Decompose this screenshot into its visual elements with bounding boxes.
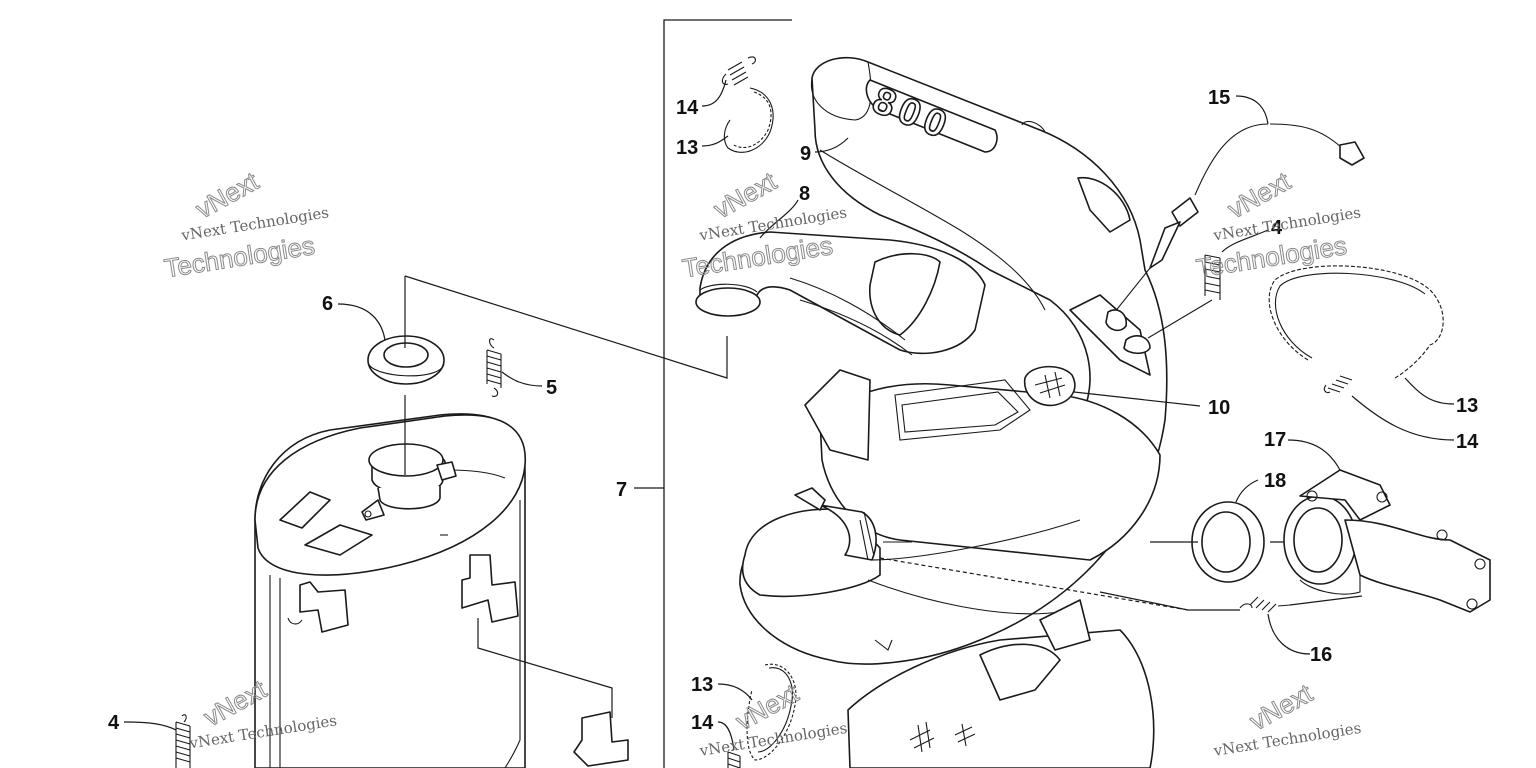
- callout-14: 14: [1456, 431, 1479, 453]
- group-bracket-7: [663, 19, 792, 768]
- svg-text:vNext Technologies: vNext Technologies: [697, 719, 848, 760]
- leader-9: [814, 137, 849, 153]
- leader-17: [1287, 439, 1341, 471]
- spring-5: [486, 338, 502, 397]
- callout-15: 15: [1208, 87, 1230, 109]
- muffler-canister: [254, 413, 629, 768]
- leader-8: [759, 199, 799, 239]
- leader-6: [337, 303, 386, 341]
- callout-14: 14: [691, 712, 714, 734]
- callout-13: 13: [676, 137, 698, 159]
- callout-17: 17: [1264, 429, 1286, 451]
- callout-13: 13: [1456, 395, 1478, 417]
- callout-6: 6: [322, 293, 333, 315]
- grommet-6: [367, 335, 445, 385]
- watermark-5: vNext vNext Technologies: [697, 677, 848, 760]
- leader-13c: [717, 683, 753, 701]
- clamp-13-bottom: [746, 663, 797, 761]
- callout-4: 4: [1271, 217, 1283, 239]
- leader-10: [1073, 391, 1201, 407]
- pipe-elbow-8: [695, 231, 986, 356]
- callout-18: 18: [1264, 470, 1286, 492]
- leader-15: [1235, 95, 1269, 125]
- leader-14c: [717, 721, 735, 751]
- svg-text:vNext Technologies: vNext Technologies: [1211, 719, 1362, 760]
- watermark-3: vNext vNext Technologies Technologies: [1194, 165, 1362, 284]
- clamp-13-top: [723, 87, 774, 153]
- leader-5: [501, 371, 543, 387]
- gasket-ring-18: [1191, 501, 1265, 583]
- leader-14a: [701, 79, 727, 107]
- callout-8: 8: [799, 183, 810, 205]
- clamp-13-right: [1268, 265, 1444, 379]
- spring-4-lower: [175, 714, 191, 768]
- expansion-chamber-9: 800: [739, 56, 1168, 768]
- watermark-1: vNext vNext Technologies Technologies: [162, 165, 330, 284]
- spring-14-right: [1323, 375, 1353, 394]
- leader-4a: [1221, 229, 1269, 253]
- spring-16: [1239, 596, 1291, 613]
- muffler-bracket-line: [477, 618, 613, 718]
- callout-16: 16: [1310, 644, 1332, 666]
- assembly-line-16: [1099, 591, 1363, 611]
- callout-4: 4: [108, 712, 120, 734]
- callout-10: 10: [1208, 397, 1230, 419]
- leader-16: [1267, 613, 1311, 655]
- leader-4b: [123, 721, 177, 731]
- leader-13b: [1404, 377, 1455, 405]
- exhaust-sensor-15: [1105, 123, 1365, 355]
- assembly-line-6b: [404, 275, 728, 379]
- spring-14-bottom: [727, 751, 741, 768]
- spring-14-top: [721, 56, 757, 86]
- spring-4-upper: [1147, 254, 1221, 339]
- assembly-line-dashed: [879, 557, 1189, 611]
- callout-7: 7: [616, 479, 627, 501]
- leader-13a: [701, 135, 729, 147]
- callout-14: 14: [676, 97, 699, 119]
- callout-5: 5: [546, 377, 557, 399]
- leader-18: [1235, 479, 1259, 503]
- exhaust-manifold-17: [1283, 469, 1491, 613]
- callout-9: 9: [800, 143, 811, 165]
- callout-13: 13: [691, 674, 713, 696]
- watermark-6: vNext vNext Technologies: [1211, 677, 1362, 760]
- leader-14b: [1351, 395, 1455, 441]
